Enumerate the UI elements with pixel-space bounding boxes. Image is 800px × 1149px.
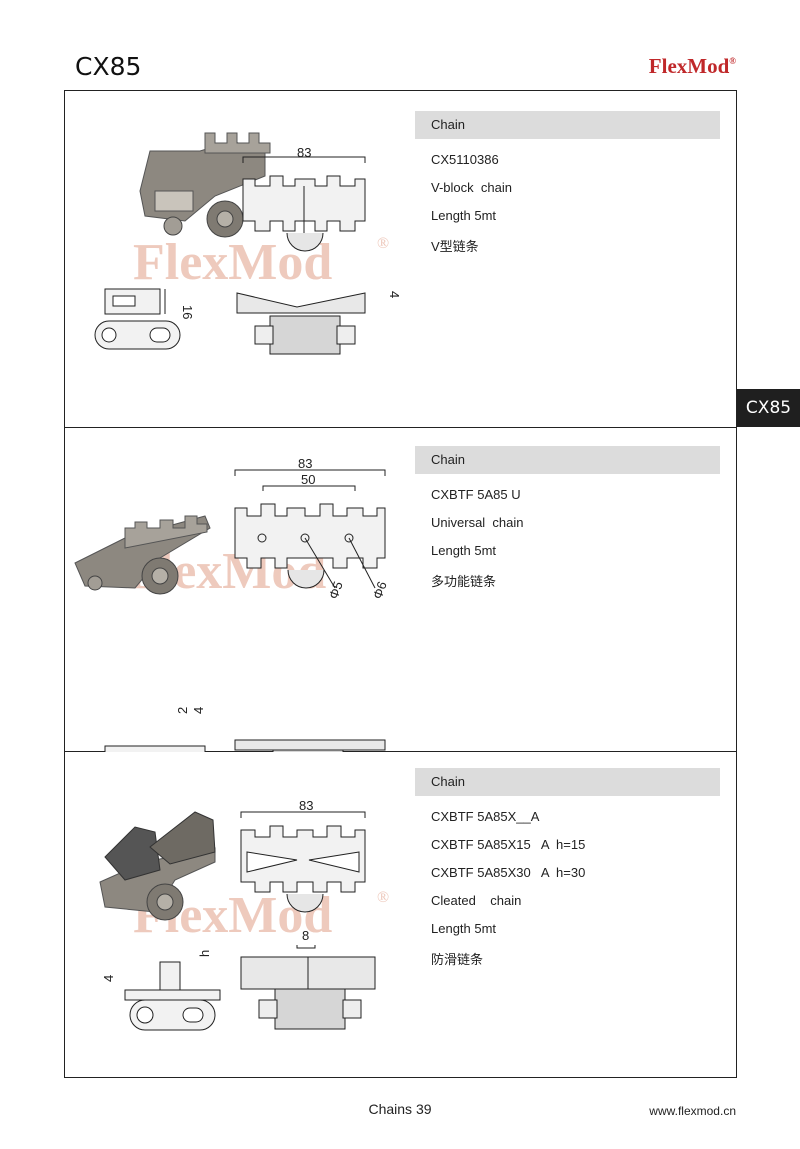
spec-variant-h15: CXBTF 5A85X15 A h=15 — [431, 837, 586, 852]
spec-panel-vblock: Chain CX5110386 V-block chain Length 5mt… — [415, 111, 720, 255]
spec-variant-h30: CXBTF 5A85X30 A h=30 — [431, 865, 586, 880]
universal-top-view — [234, 739, 386, 752]
brand-name: FlexMod — [648, 54, 730, 78]
cleated-front-view: 83 — [240, 798, 366, 913]
dim-width-83: 83 — [297, 145, 311, 160]
universal-3d-view — [74, 515, 211, 595]
spec-heading: Chain — [415, 111, 720, 139]
spec-chain-type: Cleated chain — [431, 893, 522, 908]
brand-registered-mark: ® — [729, 56, 736, 66]
cleated-top-view: 8 — [240, 928, 376, 1030]
universal-chain-drawing: FlexMod ® 83 50 — [74, 456, 390, 752]
spec-part-number: CXBTF 5A85 U — [431, 487, 521, 502]
vblock-3d-view — [139, 132, 271, 238]
product-frame: FlexMod ® 83 — [64, 90, 737, 1078]
section-universal-chain: FlexMod ® 83 50 — [65, 428, 736, 752]
spec-chinese-name: V型链条 — [431, 239, 479, 254]
dim-offset-4: 4 — [191, 707, 206, 714]
spec-part-number: CX5110386 — [431, 152, 499, 167]
vblock-front-view: 83 — [242, 145, 366, 252]
vblock-side-view: 16 — [94, 288, 195, 350]
spec-length: Length 5mt — [431, 921, 497, 936]
dim-width-83: 83 — [298, 456, 312, 471]
website-url: www.flexmod.cn — [649, 1104, 736, 1118]
section-cleated-chain: FlexMod ® 83 h 4 — [65, 752, 736, 1077]
dim-cleat-8: 8 — [302, 928, 309, 943]
spec-chinese-name: 多功能链条 — [431, 574, 497, 589]
cleated-3d-view — [99, 811, 216, 921]
spec-length: Length 5mt — [431, 208, 497, 223]
dim-base-4: 4 — [101, 975, 116, 982]
spec-panel-cleated: Chain CXBTF 5A85X__A CXBTF 5A85X15 A h=1… — [415, 768, 720, 968]
cleated-side-view: h 4 — [101, 950, 221, 1031]
watermark-mark: ® — [377, 889, 389, 906]
page-title: CX85 — [75, 52, 142, 81]
cleated-chain-drawing: FlexMod ® 83 h 4 — [99, 798, 389, 1031]
dim-top-4: 4 — [387, 291, 402, 298]
watermark-mark: ® — [377, 235, 389, 252]
spec-length: Length 5mt — [431, 543, 497, 558]
spec-chinese-name: 防滑链条 — [431, 952, 484, 967]
spec-panel-universal: Chain CXBTF 5A85 U Universal chain Lengt… — [415, 446, 720, 590]
spec-chain-type: V-block chain — [431, 180, 512, 195]
dim-height-16: 16 — [180, 305, 195, 319]
spec-part-number: CXBTF 5A85X__A — [431, 809, 540, 824]
universal-side-view: 2 4 — [104, 707, 206, 752]
page-number: Chains 39 — [368, 1101, 432, 1117]
dim-offset-2: 2 — [175, 707, 190, 714]
spec-heading: Chain — [415, 446, 720, 474]
dim-width-83: 83 — [299, 798, 313, 813]
spec-heading: Chain — [415, 768, 720, 796]
section-side-tab: CX85 — [737, 389, 800, 427]
dim-inner-50: 50 — [301, 472, 315, 487]
vblock-chain-drawing: FlexMod ® 83 — [94, 132, 402, 355]
vblock-top-view: 4 — [236, 291, 402, 355]
dim-cleat-height-h: h — [197, 950, 212, 957]
dim-hole-large: Φ6 — [370, 579, 390, 601]
spec-chain-type: Universal chain — [431, 515, 524, 530]
section-vblock-chain: FlexMod ® 83 — [65, 91, 736, 428]
brand-logo: FlexMod® — [649, 54, 736, 79]
dim-hole-small: Φ5 — [326, 579, 346, 601]
universal-front-view: 83 50 Φ5 Φ6 — [234, 456, 390, 601]
